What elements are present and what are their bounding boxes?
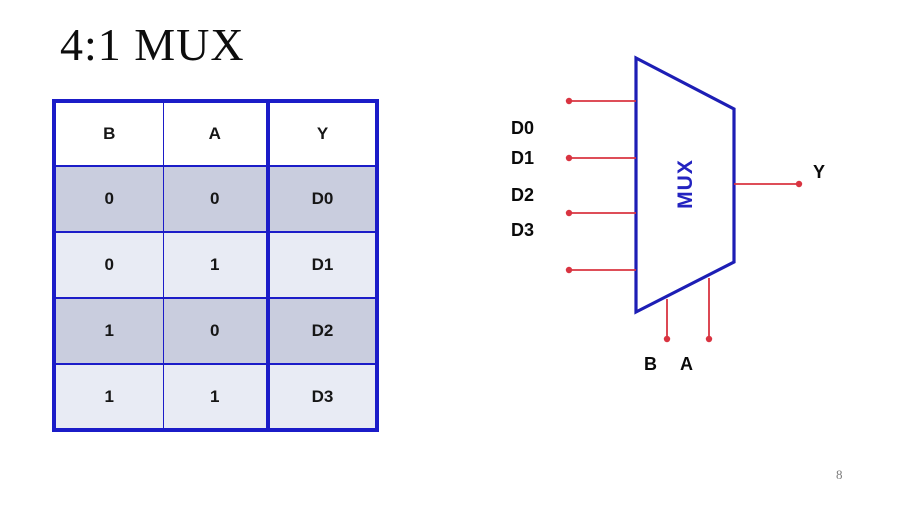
truth-table-header-row: B A Y — [52, 99, 379, 167]
select-terminal-a — [705, 335, 713, 343]
input-label-d0: D0 — [511, 118, 535, 138]
table-cell: 0 — [162, 165, 270, 233]
table-cell: D3 — [266, 363, 379, 432]
table-row: 1 1 D3 — [52, 363, 379, 432]
select-label-a: A — [680, 354, 693, 374]
table-cell: 1 — [162, 231, 270, 299]
input-label-d1: D1 — [511, 148, 535, 168]
page-number: 8 — [836, 467, 843, 482]
table-cell: 0 — [52, 165, 164, 233]
input-label-d3: D3 — [511, 220, 535, 240]
table-cell: 1 — [52, 363, 164, 432]
table-row: 1 0 D2 — [52, 297, 379, 365]
output-label-y: Y — [813, 162, 826, 182]
input-terminal-d0 — [565, 97, 573, 105]
table-row: 0 1 D1 — [52, 231, 379, 299]
input-label-d2: D2 — [511, 185, 535, 205]
slide-title: 4:1 MUX — [60, 19, 245, 70]
table-cell: 1 — [162, 363, 270, 432]
select-label-b: B — [644, 354, 657, 374]
column-header-a: A — [162, 99, 270, 167]
table-row: 0 0 D0 — [52, 165, 379, 233]
mux-block-label: MUX — [674, 159, 697, 209]
table-cell: 0 — [52, 231, 164, 299]
output-terminal-y — [795, 180, 803, 188]
table-cell: D0 — [266, 165, 379, 233]
mux-body-shape — [634, 55, 736, 315]
table-cell: 1 — [52, 297, 164, 365]
table-cell: 0 — [162, 297, 270, 365]
column-header-y: Y — [266, 99, 379, 167]
column-header-b: B — [52, 99, 164, 167]
select-terminal-b — [663, 335, 671, 343]
table-cell: D2 — [266, 297, 379, 365]
input-terminal-d1 — [565, 154, 573, 162]
truth-table: B A Y 0 0 D0 0 1 D1 1 0 D2 1 1 — [52, 99, 379, 432]
input-terminal-d2 — [565, 209, 573, 217]
input-terminal-d3 — [565, 266, 573, 274]
mux-diagram — [565, 55, 803, 343]
table-cell: D1 — [266, 231, 379, 299]
